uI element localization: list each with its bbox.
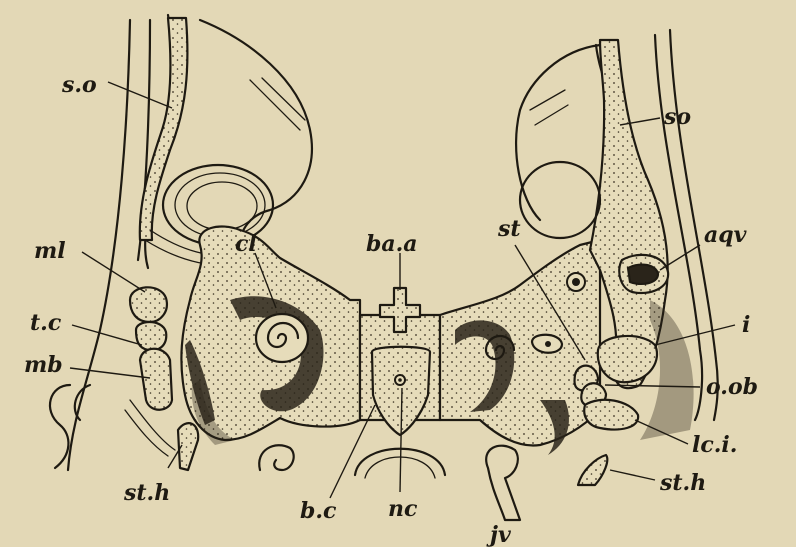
label-so-left: s.o [61, 72, 97, 98]
label-cl: cl [235, 231, 257, 257]
label-i: i [742, 312, 750, 338]
label-nc: nc [388, 496, 418, 522]
label-sth-right: st.h [659, 470, 706, 496]
label-oob: o.ob [706, 374, 758, 400]
label-bc: b.c [300, 498, 337, 524]
label-lci: lc.i. [692, 432, 737, 458]
label-st: st [497, 216, 521, 242]
label-tc: t.c [30, 310, 62, 336]
label-aqv: aqv [704, 222, 747, 248]
label-ml: ml [34, 238, 66, 264]
label-sth-left: st.h [123, 480, 170, 506]
basioccipital [355, 288, 445, 478]
label-jv: jv [486, 522, 511, 547]
label-baa: ba.a [366, 231, 418, 257]
label-so-right: so [663, 104, 691, 130]
label-mb: mb [24, 352, 63, 378]
left-petrous-bone [181, 226, 360, 445]
